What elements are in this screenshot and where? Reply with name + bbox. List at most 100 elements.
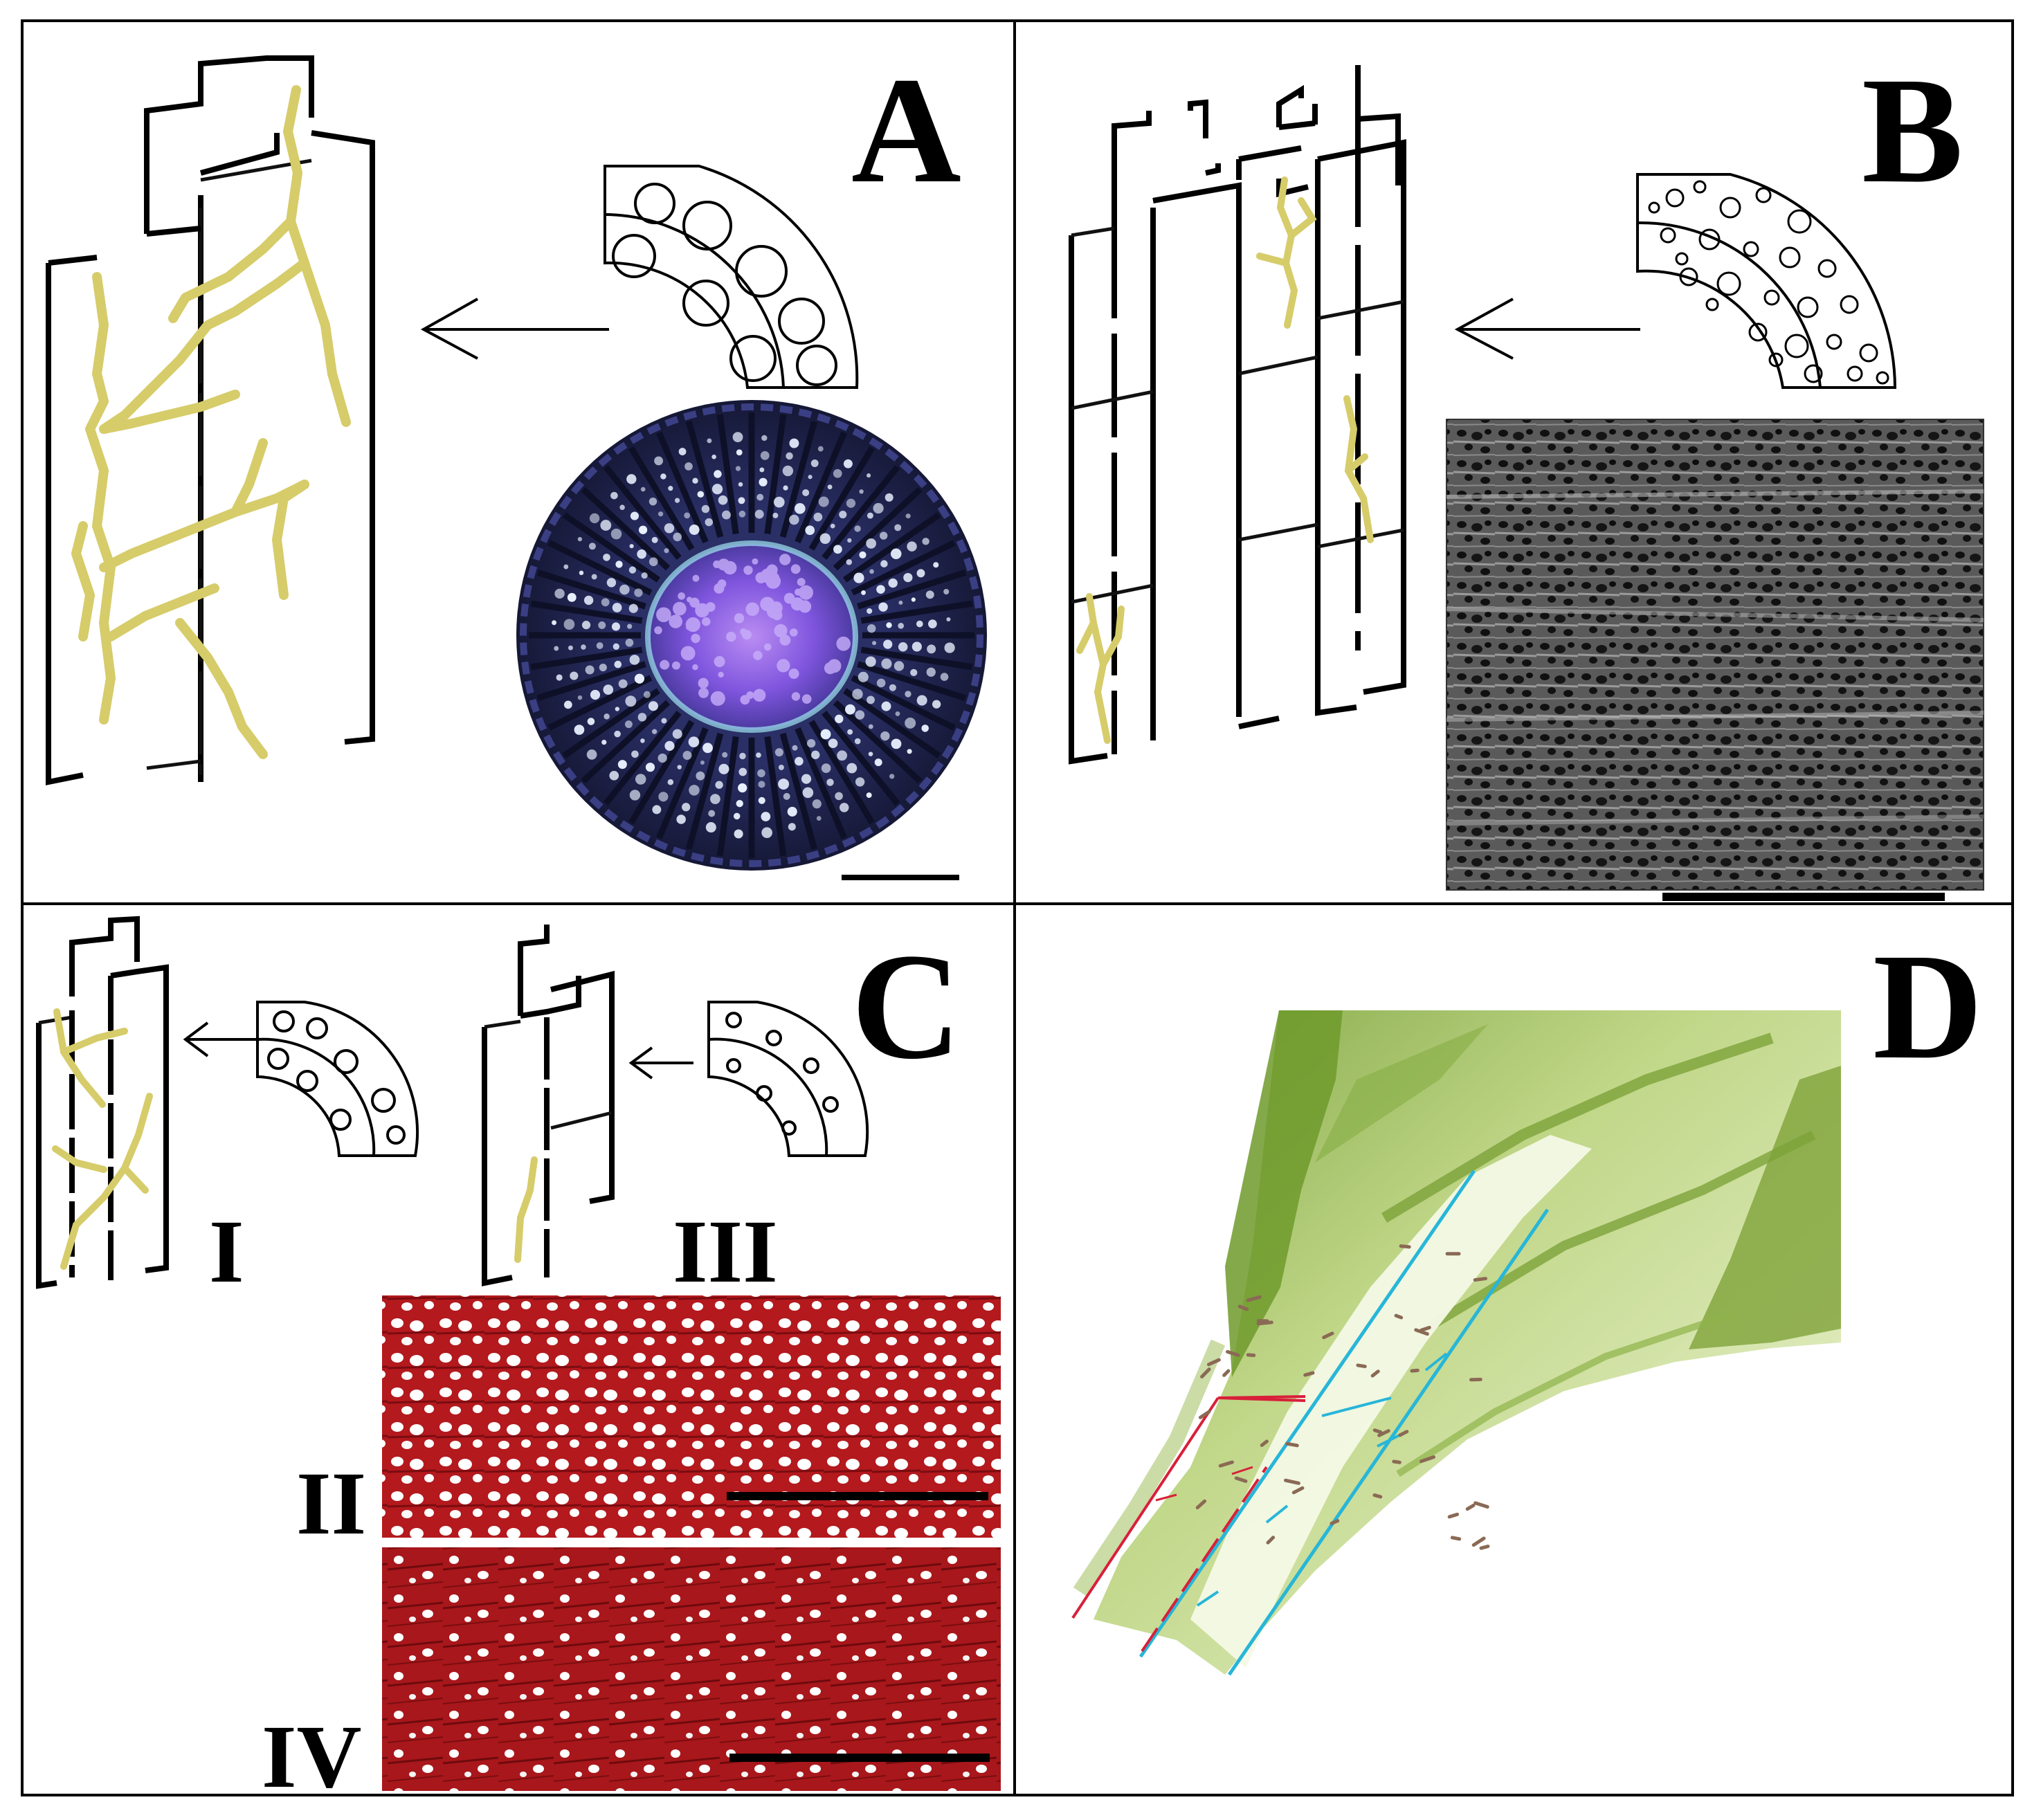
vessel-dot bbox=[692, 477, 698, 484]
vessel-dot bbox=[839, 510, 847, 519]
pith-cell bbox=[746, 691, 754, 700]
vessel-dot bbox=[629, 790, 641, 801]
ray-line bbox=[857, 661, 967, 702]
vessel-dot bbox=[866, 792, 872, 799]
fungal-fragment bbox=[1370, 1369, 1380, 1378]
panel-c-label-iv: IV bbox=[262, 1707, 361, 1807]
pith-cell bbox=[717, 558, 730, 571]
vessel-dot bbox=[637, 549, 646, 559]
pith-cell bbox=[692, 664, 698, 671]
pith-cell bbox=[671, 617, 678, 624]
ray-line bbox=[851, 675, 956, 731]
pith-cell bbox=[824, 662, 837, 675]
vessel-dot bbox=[722, 752, 728, 758]
pith-cell bbox=[752, 689, 766, 702]
vessel-dot bbox=[638, 525, 648, 534]
panel-b-hyphae bbox=[1076, 176, 1374, 744]
pith-cell bbox=[789, 628, 798, 637]
vessel-dot bbox=[579, 570, 584, 576]
vessel-dot bbox=[563, 700, 572, 709]
pith-cell bbox=[779, 635, 791, 646]
pith-cell bbox=[779, 554, 791, 565]
vessel-dot bbox=[651, 536, 658, 543]
vessel-dot bbox=[903, 572, 913, 583]
vessel-dot bbox=[736, 449, 743, 456]
ray-line bbox=[833, 486, 923, 571]
vessel-dot bbox=[658, 792, 669, 802]
vessel-dot bbox=[556, 674, 563, 681]
vessel-dot bbox=[854, 738, 861, 745]
vessel-dot bbox=[738, 783, 747, 793]
vessel-dot bbox=[661, 718, 667, 724]
pith-cell bbox=[790, 564, 801, 574]
vessel-dot bbox=[911, 641, 922, 652]
fungal-fragment bbox=[1414, 1328, 1429, 1336]
vessel-dot bbox=[833, 468, 842, 478]
vessel-dot bbox=[603, 684, 614, 695]
vessel-dot bbox=[868, 752, 873, 756]
vessel-dot bbox=[894, 524, 902, 531]
vessel-dot bbox=[852, 689, 863, 700]
vessel-dot bbox=[927, 619, 937, 628]
vessel-dot bbox=[943, 588, 950, 595]
pith-cell bbox=[718, 671, 724, 678]
vessel-dot bbox=[773, 496, 785, 508]
wedge-pore bbox=[1705, 298, 1719, 311]
ray-line bbox=[779, 420, 818, 538]
ray-line bbox=[628, 446, 695, 551]
vessel-dot bbox=[821, 763, 831, 773]
ray-line bbox=[656, 727, 709, 839]
vessel-dot bbox=[702, 743, 713, 754]
vessel-dot bbox=[754, 509, 764, 519]
vessel-dot bbox=[885, 493, 893, 502]
fungal-fragment bbox=[1198, 1410, 1211, 1419]
ray-line bbox=[716, 736, 739, 857]
vessel-dot bbox=[756, 752, 761, 758]
vessel-dot bbox=[812, 799, 822, 809]
vessel-dot bbox=[668, 486, 673, 491]
panel-c-iii-wedge-diagram bbox=[707, 1001, 869, 1157]
fungal-fragment bbox=[1285, 1441, 1299, 1448]
vessel-dot bbox=[927, 644, 936, 654]
vessel-dot bbox=[603, 554, 610, 561]
vessel-dot bbox=[916, 569, 925, 578]
vessel-dot bbox=[640, 738, 645, 743]
vessel-dot bbox=[738, 767, 747, 776]
vessel-dot bbox=[813, 512, 823, 522]
ray-line bbox=[656, 431, 709, 544]
vessel-dot bbox=[600, 520, 612, 531]
vessel-dot bbox=[648, 557, 658, 567]
fungal-fragment bbox=[1303, 1371, 1315, 1377]
wedge-pore bbox=[1817, 259, 1837, 278]
vessel-dot bbox=[563, 564, 569, 570]
vessel-dot bbox=[788, 823, 796, 831]
vessel-dot bbox=[782, 465, 794, 477]
vessel-dot bbox=[718, 495, 728, 505]
vessel-dot bbox=[568, 645, 573, 650]
vessel-dot bbox=[739, 752, 746, 760]
wedge-pore bbox=[1804, 364, 1823, 383]
vessel-dot bbox=[714, 470, 722, 478]
vessel-dot bbox=[861, 590, 866, 595]
vessel-dot bbox=[688, 736, 700, 747]
pith-cell bbox=[717, 579, 727, 588]
ray-line bbox=[833, 700, 923, 784]
vessel-dot bbox=[657, 753, 667, 763]
vessel-dot bbox=[722, 510, 731, 520]
wedge-pore bbox=[1716, 271, 1741, 296]
pith-cell bbox=[801, 694, 812, 704]
vessel-dot bbox=[867, 473, 871, 478]
ray-line bbox=[779, 732, 818, 850]
vessel-dot bbox=[701, 504, 710, 513]
vessel-dot bbox=[664, 740, 675, 752]
vessel-dot bbox=[630, 511, 639, 520]
ray-line bbox=[808, 720, 875, 825]
fungal-fragment bbox=[1398, 1430, 1409, 1437]
vessel-dot bbox=[672, 729, 682, 739]
pith-cell bbox=[680, 646, 696, 661]
ray-line bbox=[851, 540, 956, 596]
pith-cell bbox=[774, 624, 788, 638]
vessel-dot bbox=[905, 513, 911, 519]
panel-a-vessel-dots bbox=[552, 432, 955, 839]
vessel-dot bbox=[708, 810, 716, 817]
